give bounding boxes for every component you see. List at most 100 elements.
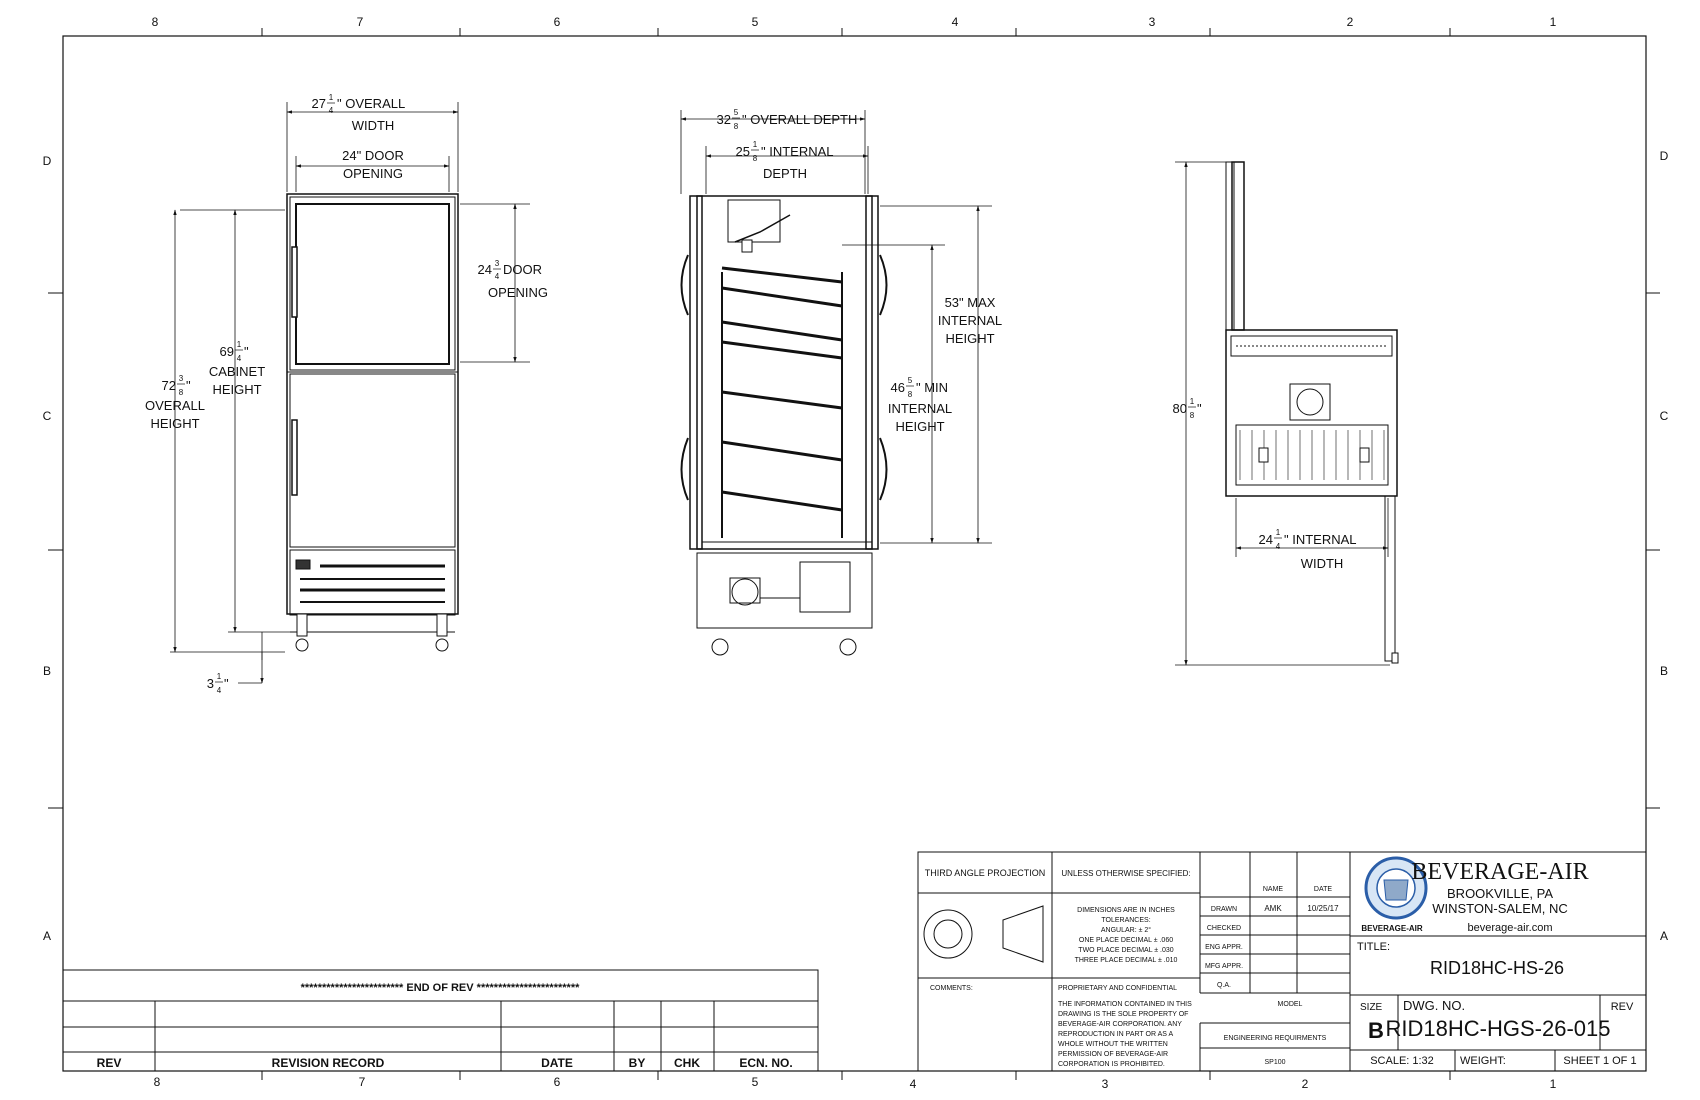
tolerance-line-6: THREE PLACE DECIMAL ± .010 [1075, 957, 1178, 964]
overall-height-dim: 72 3 8 " OVERALL HEIGHT [145, 374, 205, 431]
tolerance-line-5: TWO PLACE DECIMAL ± .030 [1078, 947, 1173, 954]
grid-col-top-5: 5 [752, 15, 759, 29]
comments-label: COMMENTS: [930, 985, 973, 992]
svg-text:4: 4 [217, 686, 222, 695]
door-opening-width-label: 24" DOOR [342, 148, 404, 163]
grid-col-top-1: 1 [1550, 15, 1557, 29]
svg-text:8: 8 [734, 122, 739, 131]
svg-text:INTERNAL: INTERNAL [938, 313, 1002, 328]
svg-text:80: 80 [1173, 401, 1187, 416]
proprietary-line-7: CORPORATION IS PROHIBITED. [1058, 1061, 1165, 1068]
front-dimension-lines [170, 102, 530, 684]
weight-label: WEIGHT: [1460, 1055, 1506, 1067]
end-of-rev: ************************ END OF REV ****… [301, 982, 581, 994]
svg-text:1: 1 [217, 672, 222, 681]
svg-text:24: 24 [478, 262, 492, 277]
front-view [286, 193, 459, 652]
tolerance-line-1: DIMENSIONS ARE IN INCHES [1077, 907, 1175, 914]
svg-text:WIDTH: WIDTH [1301, 556, 1344, 571]
svg-text:27: 27 [312, 96, 326, 111]
top-view [1225, 161, 1399, 664]
grid-col-bottom-3: 3 [1102, 1077, 1109, 1091]
svg-text:CABINET: CABINET [209, 364, 265, 379]
proprietary-line-1: THE INFORMATION CONTAINED IN THIS [1058, 1001, 1192, 1008]
proprietary-line-3: BEVERAGE-AIR CORPORATION. ANY [1058, 1021, 1182, 1028]
svg-text:HEIGHT: HEIGHT [150, 416, 199, 431]
qa-label: Q.A. [1217, 982, 1231, 989]
side-dimension-lines [680, 110, 992, 544]
side-view [680, 195, 888, 656]
svg-text:DEPTH: DEPTH [763, 166, 807, 181]
svg-text:4: 4 [1276, 542, 1281, 551]
revision-texts: ************************ END OF REV ****… [97, 982, 793, 1070]
grid-row-left-a: A [43, 929, 51, 943]
grid-col-bottom-4: 4 [910, 1077, 917, 1091]
grid-row-right-d: D [1660, 149, 1669, 163]
svg-text:HEIGHT: HEIGHT [212, 382, 261, 397]
svg-text:INTERNAL: INTERNAL [888, 401, 952, 416]
company-website: beverage-air.com [1468, 922, 1553, 934]
proprietary-title: PROPRIETARY AND CONFIDENTIAL [1058, 985, 1177, 992]
grid-row-left-c: C [43, 409, 52, 423]
logo-caption: BEVERAGE-AIR [1361, 924, 1423, 933]
svg-text:1: 1 [753, 140, 758, 149]
door-opening-width-label2: OPENING [343, 166, 403, 181]
sp-number: SP100 [1264, 1059, 1285, 1066]
top-dimension-lines [1175, 161, 1390, 666]
eng-appr-label: ENG APPR. [1205, 944, 1243, 951]
engineering-requirements-label: ENGINEERING REQUIRMENTS [1224, 1035, 1327, 1042]
svg-text:1: 1 [1276, 528, 1281, 537]
svg-text:": " [1197, 401, 1202, 416]
svg-text:1: 1 [1190, 397, 1195, 406]
svg-text:" INTERNAL: " INTERNAL [1284, 532, 1357, 547]
door-opening-height-dim: 24 3 4 DOOR OPENING [478, 259, 548, 300]
grid-row-right-c: C [1660, 409, 1669, 423]
svg-text:4: 4 [329, 106, 334, 115]
svg-text:" OVERALL: " OVERALL [337, 96, 405, 111]
svg-text:4: 4 [495, 272, 500, 281]
drawn-date: 10/25/17 [1307, 904, 1339, 913]
svg-text:HEIGHT: HEIGHT [895, 419, 944, 434]
sheet-number: SHEET 1 OF 1 [1563, 1055, 1636, 1067]
tolerance-line-2: TOLERANCES: [1101, 917, 1150, 924]
grid-col-top-2: 2 [1347, 15, 1354, 29]
grid-col-top-4: 4 [952, 15, 959, 29]
size-value: B [1368, 1018, 1384, 1043]
proprietary-line-6: PERMISSION OF BEVERAGE-AIR [1058, 1051, 1168, 1058]
drawing-border [62, 35, 1647, 1072]
svg-text:5: 5 [908, 376, 913, 385]
grid-col-top-3: 3 [1149, 15, 1156, 29]
svg-text:1: 1 [237, 340, 242, 349]
drawn-label: DRAWN [1211, 906, 1237, 913]
title-block [917, 851, 1647, 1072]
company-name: BEVERAGE-AIR [1411, 859, 1588, 885]
svg-text:" OVERALL DEPTH: " OVERALL DEPTH [742, 112, 857, 127]
rev-label: REV [1611, 1001, 1634, 1013]
min-internal-height-dim: 46 5 8 " MIN INTERNAL HEIGHT [888, 376, 952, 434]
svg-text:53" MAX: 53" MAX [945, 295, 996, 310]
svg-text:": " [224, 676, 229, 691]
grid-ticks [48, 28, 1660, 1080]
svg-text:69: 69 [220, 344, 234, 359]
grid-row-left-b: B [43, 664, 51, 678]
max-internal-height-dim: 53" MAX INTERNAL HEIGHT [938, 295, 1002, 346]
name-header: NAME [1263, 886, 1284, 893]
revision-block [62, 969, 819, 1072]
side-dimension-texts: 32 5 8 " OVERALL DEPTH 25 1 8 " INTERNAL… [717, 108, 1003, 434]
grid-col-top-6: 6 [554, 15, 561, 29]
svg-text:DOOR: DOOR [503, 262, 542, 277]
svg-text:3: 3 [179, 374, 184, 383]
internal-width-dim: 24 1 4 " INTERNAL WIDTH [1259, 528, 1357, 571]
svg-text:OVERALL: OVERALL [145, 398, 205, 413]
mfg-appr-label: MFG APPR. [1205, 963, 1243, 970]
grid-col-bottom-6: 6 [554, 1075, 561, 1089]
overall-open-height-dim: 80 1 8 " [1173, 397, 1202, 420]
scale-value: SCALE: 1:32 [1370, 1055, 1434, 1067]
tolerance-line-3: ANGULAR: ± 2° [1101, 926, 1151, 934]
cabinet-height-dim: 69 1 4 " CABINET HEIGHT [209, 340, 265, 397]
date-header: DATE [541, 1056, 573, 1070]
svg-text:46: 46 [891, 380, 905, 395]
by-header: BY [629, 1056, 646, 1070]
drawing-title: RID18HC-HS-26 [1430, 958, 1564, 978]
